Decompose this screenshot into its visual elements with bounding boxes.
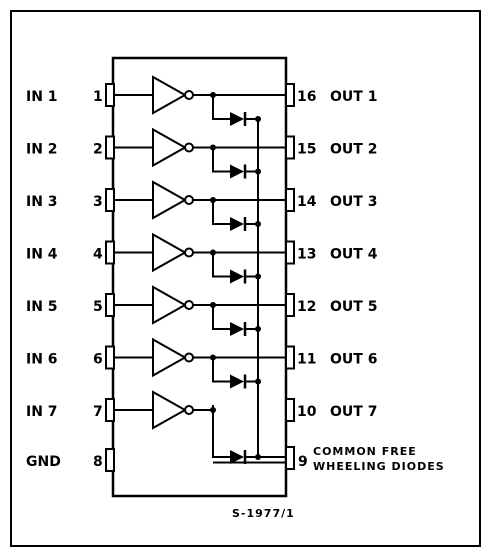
bus-junction-dot [255,326,261,332]
inverter-bubble [184,195,194,205]
input-pin-number: 2 [93,142,103,158]
inverter-bubble [184,352,194,363]
ic-body [111,56,288,498]
pin-9-lead [285,446,295,470]
gnd-pin-number: 8 [93,454,103,470]
common-label-line1: COMMON FREE [313,445,417,458]
output-pin-lead [285,240,295,265]
figure-code: S-1977/1 [232,507,295,520]
output-label: OUT 2 [330,142,377,158]
bus-junction-dot [255,221,261,227]
output-pin-lead [285,188,295,212]
diode-triangle [230,374,244,389]
output-pin-lead [285,83,295,107]
bus-junction-dot [255,378,261,385]
common-label-line2: WHEELING DIODES [313,460,445,473]
input-label: IN 1 [26,89,58,105]
inverter-triangle [152,180,188,220]
common-pin-number: 9 [298,454,308,470]
diode-triangle [230,217,244,231]
inverter-triangle [152,232,188,273]
input-pin-lead [105,240,115,265]
diode-wire [212,305,230,330]
input-label: IN 4 [26,247,58,263]
input-pin-number: 6 [93,352,103,368]
inverter-triangle [152,390,188,430]
output-pin-lead [285,293,295,317]
diode-9-triangle [230,450,244,464]
bus-junction-dot [255,116,261,122]
inverter-bubble [184,247,194,258]
output-label: OUT 3 [330,194,377,210]
input-pin-lead [105,345,115,370]
diode-wire [212,252,230,278]
input-pin-lead [105,135,115,160]
output-label: OUT 4 [330,247,378,263]
output-label: OUT 5 [330,299,377,315]
output-label: OUT 6 [330,352,377,368]
diode-9-wire [212,405,230,458]
diode-wire [212,200,230,225]
input-pin-lead [105,83,115,107]
input-pin-number: 1 [93,89,103,105]
input-pin-lead [105,398,115,422]
diode-triangle [230,269,244,284]
bus-junction-dot [255,273,261,280]
inverter-bubble [184,90,194,100]
input-pin-number: 7 [93,404,103,420]
output-pin-lead [285,398,295,422]
diode-triangle [230,112,244,126]
diode-triangle [230,322,244,336]
input-pin-number: 5 [93,299,103,315]
output-pin-number: 13 [297,247,316,263]
input-label: IN 5 [26,299,58,315]
diode-wire [212,357,230,383]
output-pin-number: 16 [297,89,316,105]
pin-8-lead [105,448,115,472]
input-pin-number: 3 [93,194,103,210]
inverter-triangle [152,337,188,378]
output-pin-number: 14 [297,194,317,210]
inverter-triangle [152,285,188,325]
input-label: IN 6 [26,352,58,368]
output-pin-lead [285,345,295,370]
bus-junction-dot [255,168,261,175]
output-label: OUT 7 [330,404,377,420]
output-pin-lead [285,135,295,160]
inverter-bubble [184,300,194,310]
output-pin-number: 11 [297,352,316,368]
inverter-triangle [152,127,188,168]
inverter-bubble [184,142,194,153]
diode-triangle [230,164,244,179]
input-label: IN 2 [26,142,58,158]
input-label: IN 3 [26,194,58,210]
output-label: OUT 1 [330,89,377,105]
diode-wire [212,95,230,120]
output-pin-number: 10 [297,404,317,420]
input-pin-number: 4 [93,247,103,263]
input-pin-lead [105,188,115,212]
gnd-label: GND [26,454,61,470]
diode-wire [212,147,230,173]
input-pin-lead [105,293,115,317]
inverter-triangle [152,75,188,115]
output-pin-number: 12 [297,299,316,315]
input-label: IN 7 [26,404,58,420]
common-junction-dot [255,454,261,460]
inverter-bubble [184,405,194,415]
output-pin-number: 15 [297,142,316,158]
